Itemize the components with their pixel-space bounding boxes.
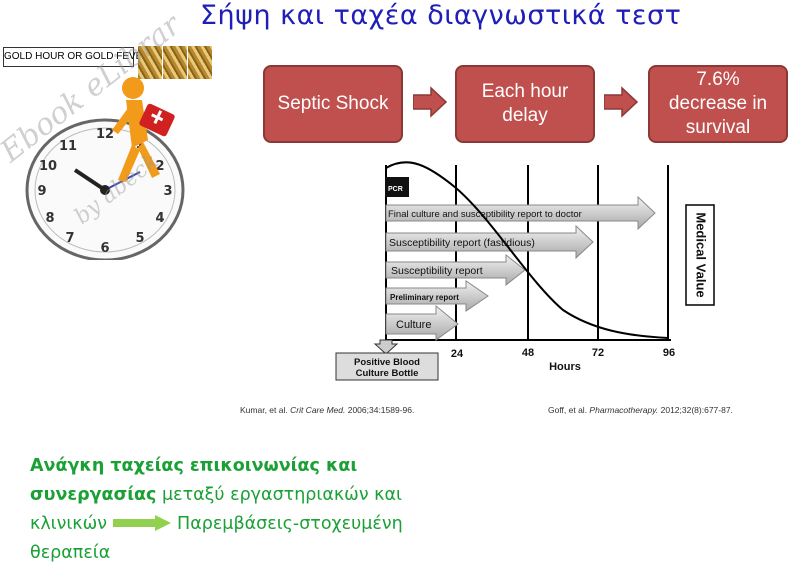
message-bold-1: Ανάγκη ταχείας επικοινωνίας και — [30, 456, 358, 476]
pcr-marker — [385, 177, 409, 197]
citation-goff-ref: 2012;32(8):677-87. — [658, 405, 733, 415]
y-axis-label: Medical Value — [694, 212, 709, 297]
x-tick-48: 48 — [522, 347, 534, 359]
citation-goff: Goff, et al. Pharmacotherapy. 2012;32(8)… — [548, 405, 733, 415]
flow-box-survival-line3: survival — [685, 117, 751, 138]
watermark: Ebook eLibrar by abeck — [0, 7, 188, 230]
bottle-pointer-arrow — [373, 339, 399, 355]
flow-box-septic-shock: Septic Shock — [263, 65, 403, 143]
flow-arrow-2 — [604, 86, 638, 118]
svg-text:12: 12 — [96, 127, 114, 142]
bar-susceptibility-fastidious — [385, 224, 594, 260]
flow-box-survival: 7.6% decrease in survival — [648, 65, 788, 143]
blood-culture-bottle-box — [335, 352, 439, 381]
gold-hour-label: GOLD HOUR OR GOLD FEVER — [3, 47, 150, 67]
slide-title: Σήψη και ταχέα διαγνωστικά τεστ — [200, 0, 682, 31]
grain-image-1 — [138, 46, 162, 79]
clock-hand-hour — [73, 168, 107, 192]
bar-label-susceptibility: Susceptibility report — [391, 265, 483, 277]
svg-text:4: 4 — [155, 211, 164, 226]
bar-culture — [385, 304, 459, 341]
bar-preliminary — [385, 280, 489, 312]
svg-text:5: 5 — [135, 231, 144, 246]
bar-label-culture: Culture — [396, 319, 431, 331]
x-tick-96: 96 — [663, 347, 675, 359]
message-text-1: μεταξύ εργαστηριακών και — [156, 485, 402, 505]
svg-text:9: 9 — [37, 184, 46, 199]
citation-kumar-journal: Crit Care Med. — [290, 405, 346, 415]
svg-text:1: 1 — [135, 137, 144, 152]
bottle-label-line2: Culture Bottle — [356, 368, 419, 379]
svg-text:11: 11 — [59, 139, 77, 154]
bar-susceptibility — [385, 253, 526, 287]
citation-kumar-ref: 2006;34:1589-96. — [345, 405, 415, 415]
message-paragraph: Ανάγκη ταχείας επικοινωνίας και συνεργασ… — [30, 452, 470, 568]
medical-value-diagram: PCR Final culture and susceptibility rep… — [333, 160, 733, 385]
gridlines — [385, 165, 669, 340]
x-tick-24: 24 — [451, 348, 464, 360]
svg-text:7: 7 — [65, 231, 74, 246]
message-text-4: θεραπεία — [30, 543, 111, 563]
x-tick-72: 72 — [592, 347, 604, 359]
x-axis-label: Hours — [549, 361, 581, 373]
green-arrow-icon — [113, 515, 172, 531]
message-bold-2: συνεργασίας — [30, 485, 157, 505]
bottle-label-line1: Positive Blood — [354, 357, 420, 368]
flow-box-each-hour-line2: delay — [502, 105, 548, 126]
citation-goff-journal: Pharmacotherapy. — [589, 405, 659, 415]
medical-value-curve — [385, 161, 669, 339]
citation-kumar-authors: Kumar, et al. — [240, 405, 291, 415]
grain-image-3 — [188, 46, 212, 79]
message-text-2: κλινικών — [30, 514, 108, 534]
flow-box-septic-shock-label: Septic Shock — [277, 93, 389, 114]
svg-text:3: 3 — [163, 184, 172, 199]
flow-box-survival-line1: 7.6% — [696, 69, 740, 90]
bar-label-fastidious: Susceptibility report (fastidious) — [389, 237, 535, 249]
clock-illustration: 12 1 2 3 4 5 6 7 8 9 10 11 — [0, 70, 195, 262]
bar-final-culture — [385, 195, 656, 231]
bar-label-final: Final culture and susceptibility report … — [388, 209, 582, 220]
message-text-3: Παρεμβάσεις-στοχευμένη — [177, 514, 403, 534]
svg-text:2: 2 — [155, 159, 164, 174]
pcr-label: PCR — [388, 186, 403, 193]
flow-box-survival-line2: decrease in — [668, 93, 768, 114]
svg-text:10: 10 — [39, 159, 57, 174]
svg-text:6: 6 — [100, 241, 109, 256]
flow-arrow-1 — [413, 86, 447, 118]
citation-kumar: Kumar, et al. Crit Care Med. 2006;34:158… — [240, 405, 414, 415]
running-figure-icon — [112, 77, 175, 182]
y-label-box — [685, 204, 715, 306]
flow-box-each-hour-delay: Each hour delay — [455, 65, 595, 143]
grain-image-2 — [163, 46, 187, 79]
flow-box-each-hour-line1: Each hour — [481, 81, 569, 102]
citation-goff-authors: Goff, et al. — [548, 405, 590, 415]
svg-text:8: 8 — [45, 211, 54, 226]
bar-label-preliminary: Preliminary report — [390, 293, 459, 302]
